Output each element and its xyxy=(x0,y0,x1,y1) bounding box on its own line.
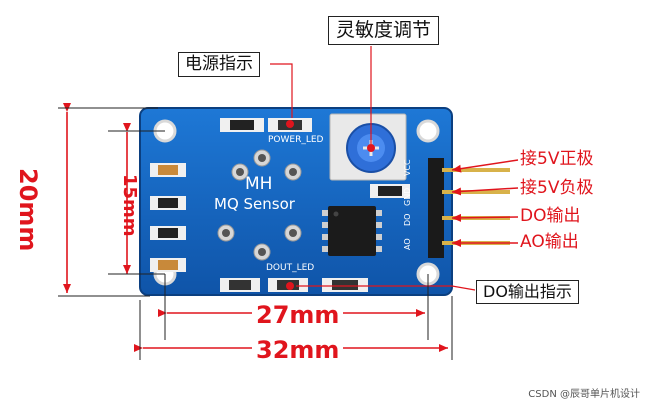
silk-do: DO xyxy=(403,213,412,226)
smd-left xyxy=(150,163,186,272)
extension-lines xyxy=(58,107,453,360)
silk-power-led: POWER_LED xyxy=(268,135,324,145)
sensor-pads xyxy=(217,149,302,261)
comparator-chip xyxy=(322,206,382,256)
dim-height-inner: 15mm xyxy=(119,174,140,237)
pot-marker xyxy=(367,144,375,152)
smd-bottom xyxy=(220,120,410,292)
silk-dout-led: DOUT_LED xyxy=(266,263,315,273)
pin-label-ao: AO输出 xyxy=(520,232,579,252)
silk-mq-sensor: MQ Sensor xyxy=(214,195,295,213)
silk-ao: AO xyxy=(403,238,412,250)
callout-do-output-indicator: DO输出指示 xyxy=(476,280,579,304)
silk-vcc: VCC xyxy=(403,159,412,176)
silk-mh: MH xyxy=(245,174,273,194)
dim-width-outer: 32mm xyxy=(252,338,344,362)
callout-sensitivity: 灵敏度调节 xyxy=(328,16,440,45)
pin-label-vcc: 接5V正极 xyxy=(520,149,594,169)
dout-led-marker xyxy=(286,282,294,290)
callout-power-indicator: 电源指示 xyxy=(178,52,260,77)
dim-height-outer: 20mm xyxy=(14,168,42,252)
pin-label-do: DO输出 xyxy=(520,206,581,226)
pin-arrows xyxy=(451,159,519,247)
pin-label-gnd: 接5V负极 xyxy=(520,178,594,198)
power-led-marker xyxy=(286,120,294,128)
dim-width-inner: 27mm xyxy=(252,303,344,327)
watermark: CSDN @辰哥单片机设计 xyxy=(528,389,640,400)
callout-lines xyxy=(270,46,476,291)
silk-gnd: GND xyxy=(403,187,412,206)
